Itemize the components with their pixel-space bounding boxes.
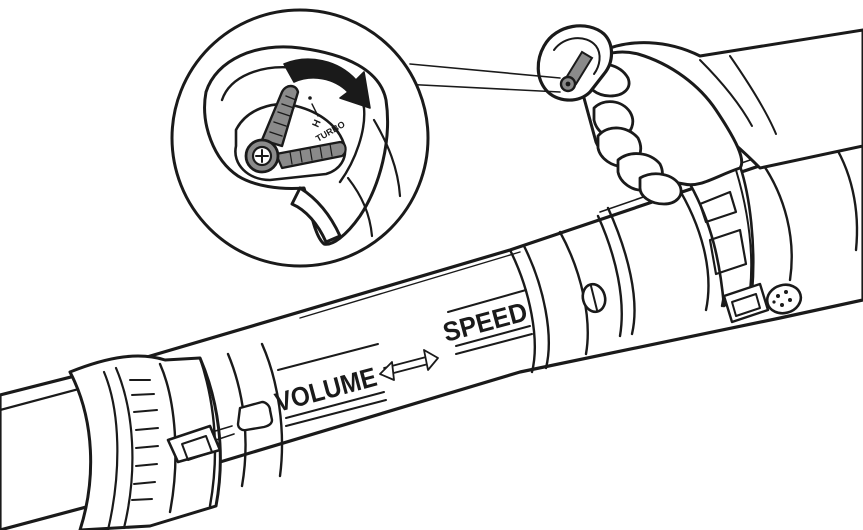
blower-nozzle-end <box>68 354 222 530</box>
double-headed-arrow-icon <box>379 349 439 381</box>
detail-callout: H TURBO <box>170 8 430 268</box>
front-slide-switch <box>166 424 235 464</box>
tube-band-section <box>226 251 521 488</box>
handle-clamp <box>688 133 859 324</box>
callout-leader-lines <box>401 63 561 93</box>
hand-gripping-handle <box>576 28 863 206</box>
curved-rotation-arrow-icon <box>283 58 371 109</box>
switch-high-label: H <box>311 118 324 129</box>
trigger-lock-lever-icon <box>244 84 347 174</box>
handle-trigger-lock <box>536 24 614 102</box>
